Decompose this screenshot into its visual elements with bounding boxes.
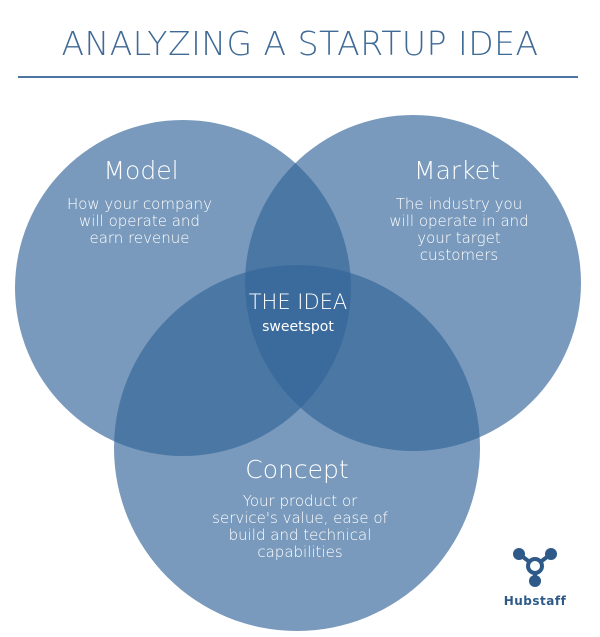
concept-heading: Concept bbox=[245, 455, 349, 484]
center-subheading: sweetspot bbox=[262, 319, 334, 335]
center-heading: THE IDEA bbox=[248, 290, 348, 314]
page-title: ANALYZING A STARTUP IDEA bbox=[61, 24, 539, 63]
hubstaff-logo-icon bbox=[513, 548, 557, 587]
concept-circle bbox=[114, 265, 480, 631]
market-description: The industry you will operate in and you… bbox=[389, 195, 529, 264]
concept-description: Your product or service's value, ease of… bbox=[212, 492, 388, 561]
market-heading: Market bbox=[414, 156, 500, 185]
hubstaff-logo: Hubstaff bbox=[497, 544, 573, 608]
model-heading: Model bbox=[103, 156, 179, 185]
model-description: How your company will operate and earn r… bbox=[66, 195, 213, 247]
hubstaff-wordmark: Hubstaff bbox=[503, 594, 567, 608]
title-divider bbox=[18, 76, 578, 78]
